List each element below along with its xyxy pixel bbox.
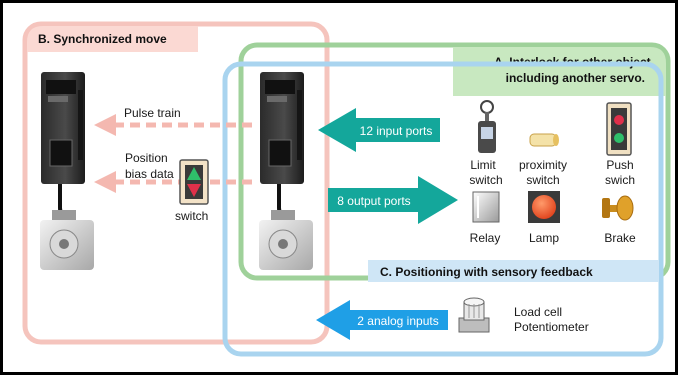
potentiometer-label: Potentiometer: [514, 320, 589, 334]
relay-icon: [472, 191, 500, 223]
limit-switch-label-line1: Limit: [470, 158, 496, 172]
sync-region: B. Synchronized move: [22, 21, 330, 345]
position-bias-label-line2: bias data: [125, 167, 174, 181]
load-cell-icon: [458, 297, 490, 333]
push-switch-label-line2: swich: [605, 173, 635, 187]
proximity-switch-label-line1: proximity: [519, 158, 567, 172]
interlock-title-line2: including another servo.: [506, 71, 645, 85]
push-switch-icon: [606, 102, 632, 156]
position-bias-label-line1: Position: [125, 151, 168, 165]
limit-switch-icon: [478, 100, 496, 153]
switch-label: switch: [175, 209, 208, 223]
proximity-switch-label-line2: switch: [526, 173, 559, 187]
updown-switch-icon: [179, 159, 209, 205]
sync-title: B. Synchronized move: [38, 32, 167, 46]
analog-inputs-arrow: 2 analog inputs: [316, 300, 448, 340]
proximity-switch-icon: [529, 133, 559, 147]
lamp-icon: [528, 191, 560, 223]
push-switch-label-line1: Push: [606, 158, 633, 172]
servo-driver-icon: [260, 72, 304, 184]
brake-icon: [602, 195, 634, 221]
output-ports-label: 8 output ports: [337, 194, 410, 208]
servo-motor-icon: [40, 210, 94, 270]
output-ports-arrow: 8 output ports: [328, 176, 458, 224]
servo-motor-icon: [259, 210, 313, 270]
brake-label: Brake: [604, 231, 636, 245]
limit-switch-label-line2: switch: [469, 173, 502, 187]
analog-inputs-label: 2 analog inputs: [357, 314, 438, 328]
pulse-train-arrow: [94, 114, 252, 136]
input-ports-label: 12 input ports: [360, 124, 433, 138]
pulse-train-label: Pulse train: [124, 106, 181, 120]
feedback-region: C. Positioning with sensory feedback: [222, 61, 664, 357]
feedback-title: C. Positioning with sensory feedback: [380, 265, 593, 279]
input-ports-arrow: 12 input ports: [318, 108, 440, 152]
relay-label: Relay: [470, 231, 501, 245]
servo-driver-icon: [41, 72, 85, 184]
lamp-label: Lamp: [529, 231, 559, 245]
load-cell-label: Load cell: [514, 305, 562, 319]
